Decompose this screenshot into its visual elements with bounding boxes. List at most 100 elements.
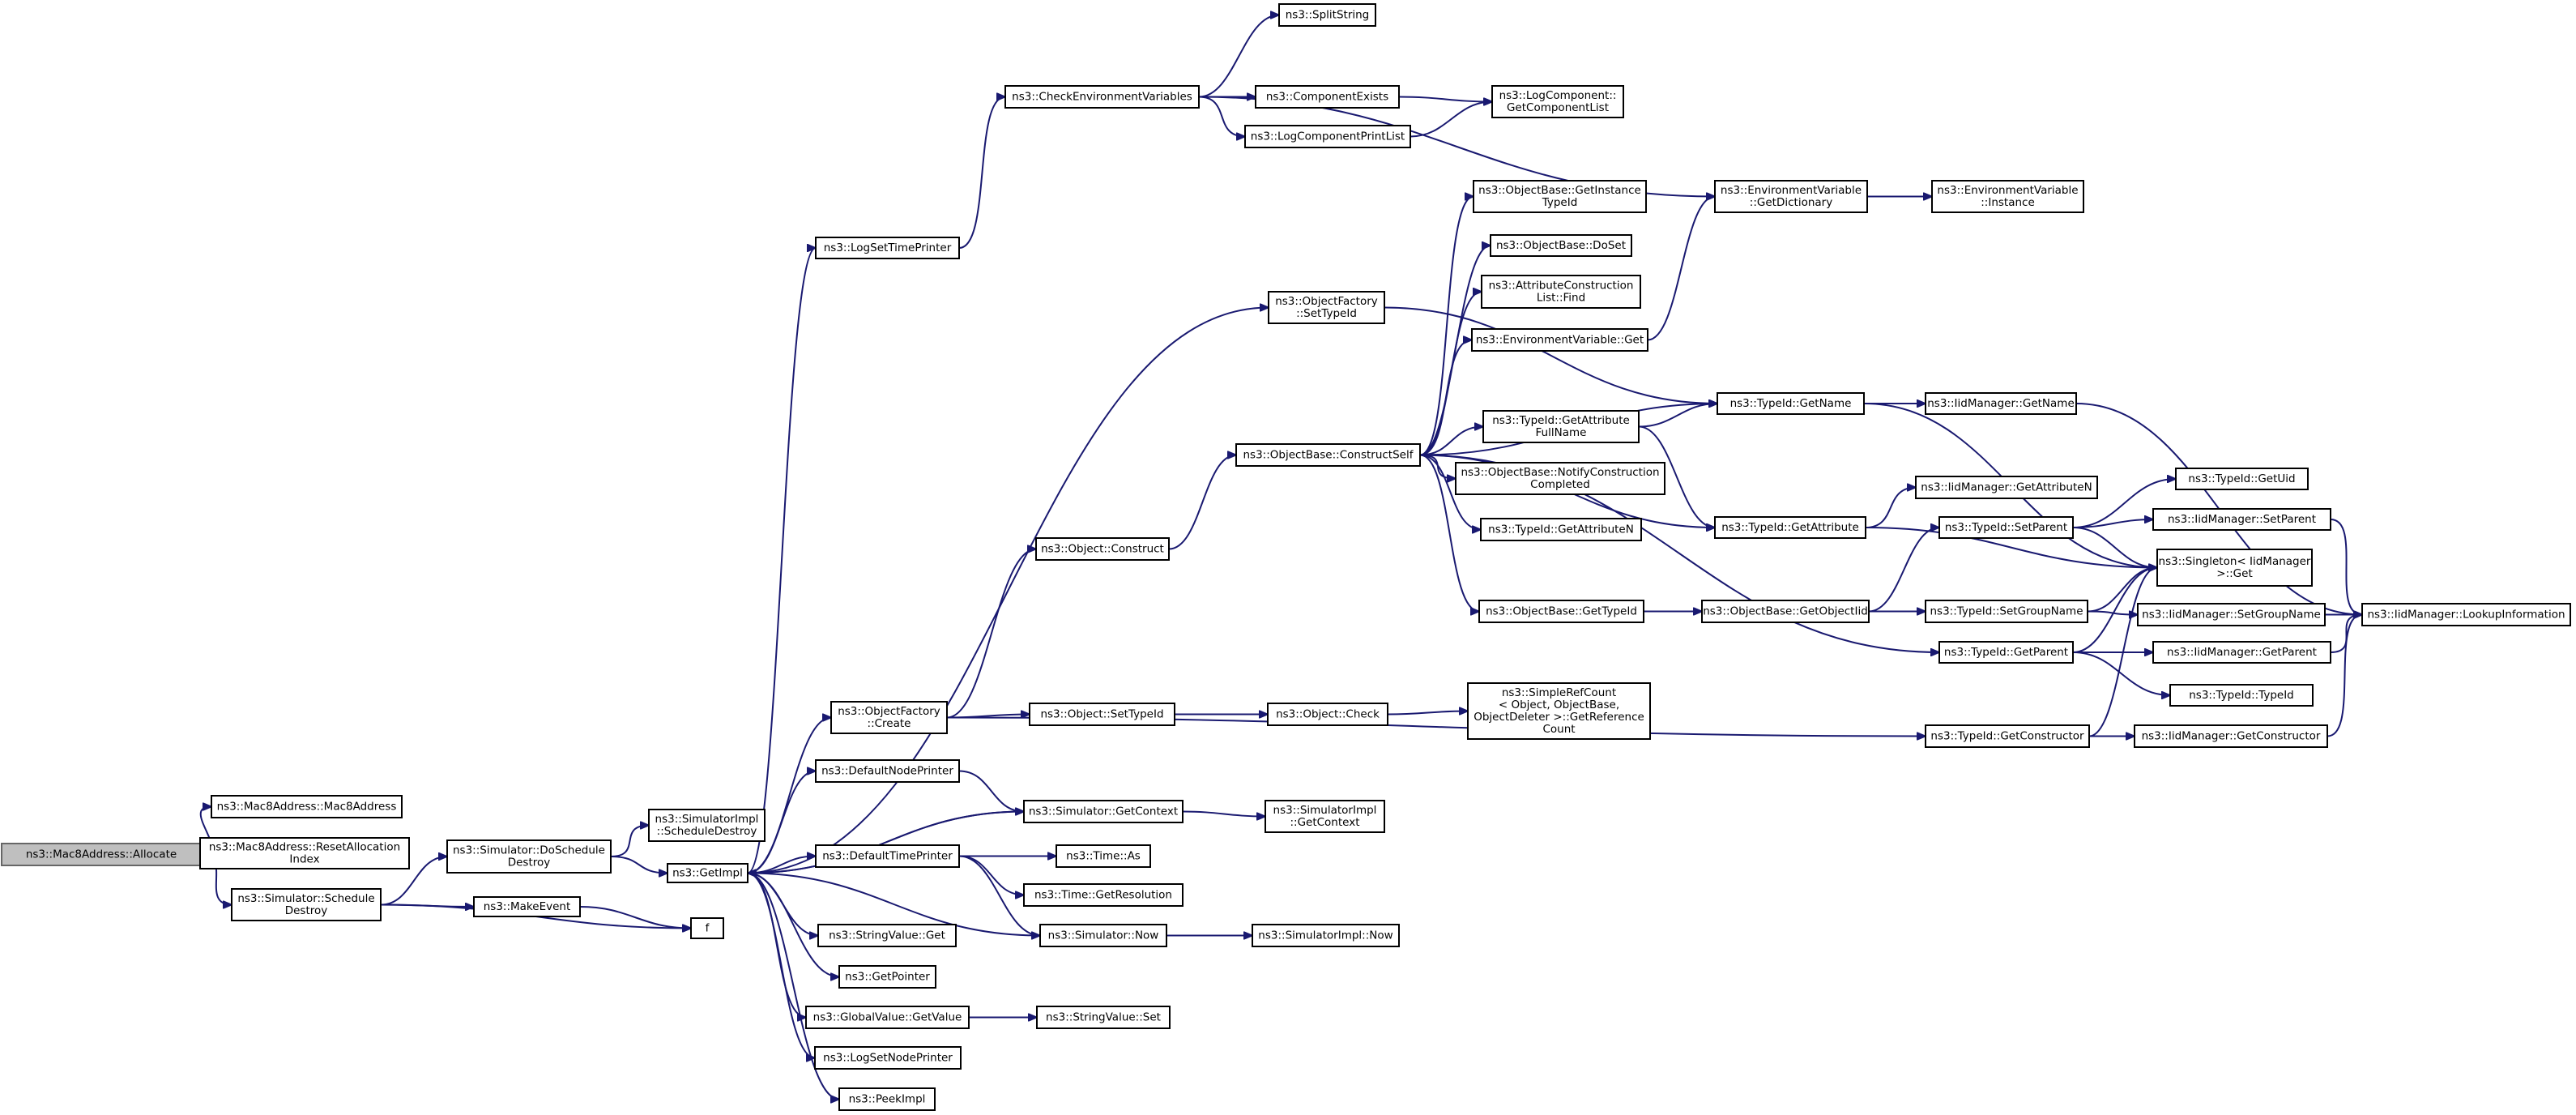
node-label: ns3::IidManager::GetName	[1927, 397, 2075, 410]
node-label: ns3::TypeId::GetAttribute	[1492, 414, 1630, 427]
edge-typeIdGetParent-to-singletonGet	[2072, 568, 2157, 653]
node-logSetTimePrinter[interactable]: ns3::LogSetTimePrinter	[815, 237, 960, 259]
node-typeIdGetAttributeN[interactable]: ns3::TypeId::GetAttributeN	[1480, 518, 1642, 541]
node-box	[2361, 603, 2571, 626]
node-objBaseDoSet[interactable]: ns3::ObjectBase::DoSet	[1490, 234, 1632, 257]
node-componentExists[interactable]: ns3::ComponentExists	[1255, 85, 1400, 109]
node-simpleRefCount[interactable]: ns3::SimpleRefCount< Object, ObjectBase,…	[1467, 682, 1651, 740]
node-typeIdGetConstructor[interactable]: ns3::TypeId::GetConstructor	[1925, 724, 2090, 748]
node-globalValueGetValue[interactable]: ns3::GlobalValue::GetValue	[805, 1006, 970, 1029]
node-iidGetAttributeN[interactable]: ns3::IidManager::GetAttributeN	[1915, 476, 2098, 499]
node-typeIdSetParent[interactable]: ns3::TypeId::SetParent	[1938, 516, 2074, 539]
node-iidGetName[interactable]: ns3::IidManager::GetName	[1925, 392, 2077, 415]
node-box	[2137, 603, 2326, 626]
node-box	[815, 759, 960, 783]
node-objectConstruct[interactable]: ns3::Object::Construct	[1035, 537, 1170, 561]
node-logSetNodePrinter[interactable]: ns3::LogSetNodePrinter	[814, 1046, 962, 1070]
node-objBaseGetTypeId[interactable]: ns3::ObjectBase::GetTypeId	[1478, 600, 1644, 623]
node-label: ns3::Object::Check	[1276, 708, 1380, 721]
edge-schedDestroy-to-doSchedDestroy	[380, 857, 447, 906]
node-logComponentPrintList[interactable]: ns3::LogComponentPrintList	[1244, 125, 1411, 148]
node-box	[199, 837, 410, 869]
node-simImplSchedDestroy[interactable]: ns3::SimulatorImpl::ScheduleDestroy	[648, 809, 766, 842]
node-iidSetParent[interactable]: ns3::IidManager::SetParent	[2152, 508, 2331, 531]
node-simImplNow[interactable]: ns3::SimulatorImpl::Now	[1252, 924, 1400, 947]
node-box	[1478, 600, 1644, 623]
node-box	[1717, 392, 1865, 415]
node-timeAs[interactable]: ns3::Time::As	[1056, 844, 1151, 868]
node-envGetDictionary[interactable]: ns3::EnvironmentVariable::GetDictionary	[1714, 180, 1868, 213]
node-box	[815, 844, 960, 868]
node-box	[667, 863, 748, 883]
edge-typeIdSetParent-to-typeIdGetUid	[2072, 479, 2176, 528]
node-defaultNodePrinter[interactable]: ns3::DefaultNodePrinter	[815, 759, 960, 783]
node-typeIdGetParent[interactable]: ns3::TypeId::GetParent	[1938, 641, 2074, 664]
node-iidGetParent[interactable]: ns3::IidManager::GetParent	[2152, 641, 2331, 664]
node-notifyConstrCompleted[interactable]: ns3::ObjectBase::NotifyConstructionCompl…	[1455, 462, 1665, 495]
node-simNow[interactable]: ns3::Simulator::Now	[1039, 924, 1167, 947]
node-iidLookupInformation[interactable]: ns3::IidManager::LookupInformation	[2361, 603, 2571, 626]
node-getImpl[interactable]: ns3::GetImpl	[667, 863, 748, 883]
node-timeGetResolution[interactable]: ns3::Time::GetResolution	[1023, 883, 1184, 907]
node-label: ns3::IidManager::GetParent	[2167, 646, 2317, 659]
node-makeEvent[interactable]: ns3::MakeEvent	[473, 896, 581, 917]
node-objFactorySetTypeId[interactable]: ns3::ObjectFactory::SetTypeId	[1268, 291, 1385, 324]
node-getPointer[interactable]: ns3::GetPointer	[838, 965, 936, 989]
node-box	[1056, 844, 1151, 868]
node-typeIdGetUid[interactable]: ns3::TypeId::GetUid	[2175, 468, 2309, 490]
node-box	[2175, 468, 2309, 490]
node-label: ns3::Simulator::GetContext	[1029, 805, 1178, 818]
node-box	[211, 795, 403, 818]
node-constructSelf[interactable]: ns3::ObjectBase::ConstructSelf	[1235, 443, 1421, 467]
node-label: ns3::EnvironmentVariable	[1937, 184, 2078, 197]
node-simImplGetContext[interactable]: ns3::SimulatorImpl::GetContext	[1265, 800, 1385, 833]
node-iidSetGroupName[interactable]: ns3::IidManager::SetGroupName	[2137, 603, 2326, 626]
edge-objFactorySetTypeId-to-typeIdGetName	[1384, 306, 1717, 404]
node-schedDestroy[interactable]: ns3::Simulator::ScheduleDestroy	[231, 888, 382, 921]
node-typeIdSetGroupName[interactable]: ns3::TypeId::SetGroupName	[1925, 600, 2088, 623]
node-label: ns3::SimpleRefCount	[1502, 686, 1616, 699]
node-checkEnvVars[interactable]: ns3::CheckEnvironmentVariables	[1004, 85, 1200, 109]
node-box	[2152, 508, 2331, 531]
node-getComponentList[interactable]: ns3::LogComponent::GetComponentList	[1491, 85, 1624, 118]
node-label: ns3::DefaultNodePrinter	[821, 765, 953, 778]
node-simGetContext[interactable]: ns3::Simulator::GetContext	[1023, 800, 1184, 823]
node-label: ns3::IidManager::SetGroupName	[2142, 609, 2321, 622]
node-objBaseGetObjectIid[interactable]: ns3::ObjectBase::GetObjectIid	[1701, 600, 1870, 623]
node-f[interactable]: f	[690, 917, 724, 939]
node-label: List::Find	[1537, 292, 1585, 305]
node-typeIdTypeId[interactable]: ns3::TypeId::TypeId	[2169, 684, 2314, 707]
node-peekImpl[interactable]: ns3::PeekImpl	[838, 1087, 936, 1111]
node-iidGetConstructor[interactable]: ns3::IidManager::GetConstructor	[2134, 724, 2328, 748]
node-box	[1455, 462, 1665, 495]
node-envInstance[interactable]: ns3::EnvironmentVariable::Instance	[1931, 180, 2084, 213]
node-box	[1471, 328, 1648, 352]
node-box	[830, 701, 948, 734]
node-defaultTimePrinter[interactable]: ns3::DefaultTimePrinter	[815, 844, 960, 868]
node-typeIdGetName[interactable]: ns3::TypeId::GetName	[1717, 392, 1865, 415]
node-objFactoryCreate[interactable]: ns3::ObjectFactory::Create	[830, 701, 948, 734]
node-envGet[interactable]: ns3::EnvironmentVariable::Get	[1471, 328, 1648, 352]
node-objectSetTypeId[interactable]: ns3::Object::SetTypeId	[1029, 703, 1175, 726]
node-splitString[interactable]: ns3::SplitString	[1278, 3, 1376, 27]
node-label: ns3::Simulator::Now	[1048, 929, 1159, 942]
node-label: ns3::ComponentExists	[1266, 91, 1388, 104]
node-objectCheck[interactable]: ns3::Object::Check	[1267, 703, 1388, 726]
node-stringValueSet[interactable]: ns3::StringValue::Set	[1036, 1006, 1171, 1029]
node-box	[1278, 3, 1376, 27]
node-label: ns3::TypeId::GetName	[1730, 397, 1852, 410]
node-mac8ctor[interactable]: ns3::Mac8Address::Mac8Address	[211, 795, 403, 818]
node-singletonGet[interactable]: ns3::Singleton< IidManager>::Get	[2156, 549, 2313, 587]
node-stringValueGet[interactable]: ns3::StringValue::Get	[817, 924, 957, 947]
node-box	[838, 965, 936, 989]
node-box	[1267, 703, 1388, 726]
node-label: ns3::MakeEvent	[484, 900, 571, 913]
node-box	[1938, 516, 2074, 539]
node-allocate[interactable]: ns3::Mac8Address::Allocate	[1, 843, 202, 866]
node-typeIdGetAttribute[interactable]: ns3::TypeId::GetAttribute	[1714, 516, 1866, 539]
